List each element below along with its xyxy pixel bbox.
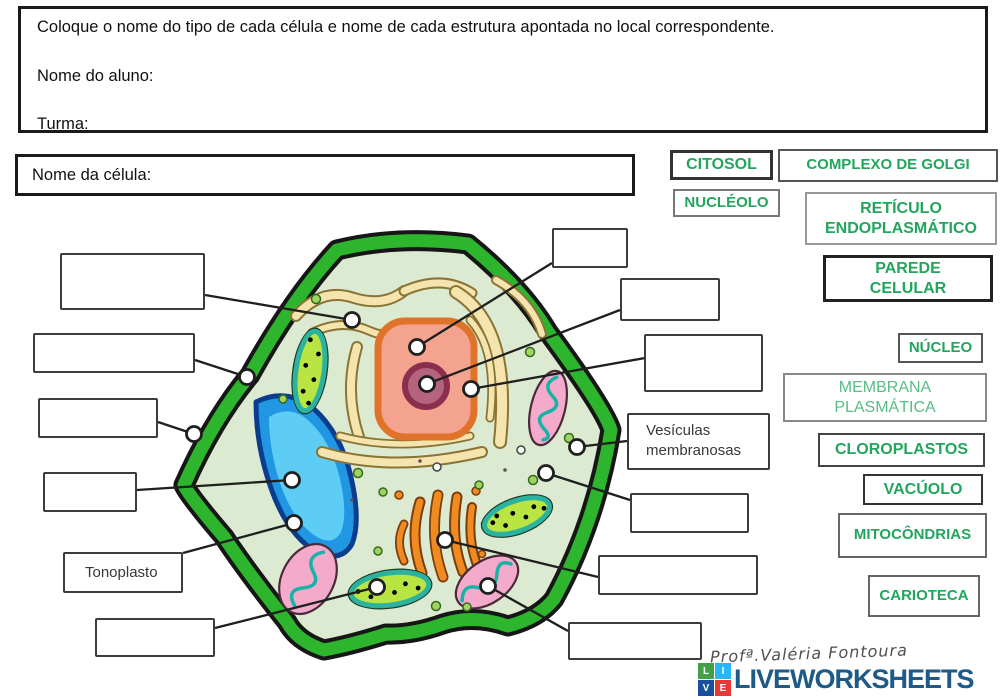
logo-tile-i: I (715, 663, 731, 679)
cell-name-box[interactable]: Nome da célula: (15, 154, 635, 196)
word-bank-citosol[interactable]: CITOSOL (670, 150, 773, 180)
liveworksheets-logo-icon: L I V E (698, 663, 731, 696)
leader-lines (136, 262, 646, 633)
instruction-text: Coloque o nome do tipo de cada célula e … (37, 18, 775, 36)
logo-tile-v: V (698, 680, 714, 696)
answer-box-top[interactable] (552, 228, 628, 268)
tonoplast-label-box: Tonoplasto (63, 552, 183, 593)
word-bank-nucleo[interactable]: NÚCLEO (898, 333, 983, 363)
word-bank-carioteca[interactable]: CARIOTECA (868, 575, 980, 617)
answer-box-right-2[interactable] (644, 334, 763, 392)
word-bank-reticulo-endoplasmatico[interactable]: RETÍCULO ENDOPLASMÁTICO (805, 192, 997, 245)
chloroplasts (291, 327, 554, 610)
pointer-markers (185, 311, 586, 596)
answer-box-right-4[interactable] (598, 555, 758, 595)
word-bank-nucleolo[interactable]: NUCLÉOLO (673, 189, 780, 217)
student-name-label: Nome do aluno: (37, 67, 154, 85)
word-bank-membrana-plasmatica[interactable]: MEMBRANA PLASMÁTICA (783, 373, 987, 422)
vesicles-label: Vesículas membranosas (646, 422, 742, 460)
liveworksheets-wordmark: LIVEWORKSHEETS (734, 664, 975, 694)
word-bank-cloroplastos[interactable]: CLOROPLASTOS (818, 433, 985, 467)
word-bank-mitocondrias[interactable]: MITOCÔNDRIAS (838, 513, 987, 558)
vesicles-label-box: Vesículas membranosas (627, 413, 770, 470)
word-bank-complexo-de-golgi[interactable]: COMPLEXO DE GOLGI (778, 149, 998, 182)
answer-box-bottom-left[interactable] (95, 618, 215, 657)
word-bank-vacuolo[interactable]: VACÚOLO (863, 474, 983, 505)
logo-tile-l: L (698, 663, 714, 679)
answer-box-left-3[interactable] (38, 398, 158, 438)
class-label: Turma: (37, 115, 89, 133)
instruction-box: Coloque o nome do tipo de cada célula e … (18, 6, 988, 133)
logo-tile-e: E (715, 680, 731, 696)
answer-box-right-1[interactable] (620, 278, 720, 321)
answer-box-left-4[interactable] (43, 472, 137, 512)
golgi-apparatus (394, 486, 490, 583)
answer-box-right-3[interactable] (630, 493, 749, 533)
tonoplast-label: Tonoplasto (85, 564, 158, 581)
cell-name-label: Nome da célula: (32, 165, 152, 184)
answer-box-right-5[interactable] (568, 622, 702, 660)
answer-box-left-2[interactable] (33, 333, 195, 373)
endoplasmic-reticulum (290, 275, 547, 469)
cytoplasm-dots (278, 293, 575, 612)
word-bank-parede-celular[interactable]: PAREDE CELULAR (823, 255, 993, 302)
answer-box-left-1[interactable] (60, 253, 205, 310)
